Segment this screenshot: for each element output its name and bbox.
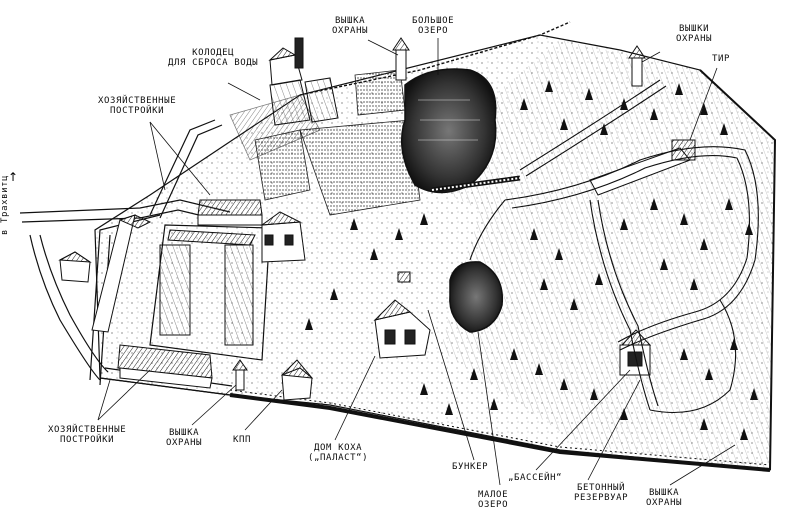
forest-paths bbox=[469, 79, 759, 413]
checkpoint-building bbox=[280, 359, 314, 401]
small-house-left bbox=[58, 251, 92, 283]
leader-lines bbox=[97, 38, 736, 486]
greenhouses bbox=[269, 77, 339, 126]
well-tower-building bbox=[268, 37, 304, 86]
watch-tower-right bbox=[628, 45, 646, 87]
small-lake bbox=[449, 261, 504, 333]
bunker-structure bbox=[397, 271, 411, 283]
label-koch-house: ДОМ КОХА(„ПАЛАСТ“) bbox=[308, 443, 369, 463]
label-bunker: БУНКЕР bbox=[452, 462, 489, 472]
buildings bbox=[58, 37, 696, 401]
big-lake bbox=[400, 68, 497, 194]
dam bbox=[431, 175, 521, 193]
road-label: в Трахвитц bbox=[0, 174, 10, 235]
outbuilding-courtyard bbox=[149, 224, 271, 361]
shooting-range-building bbox=[589, 139, 696, 196]
pool-structure bbox=[619, 329, 652, 376]
outbuilding-left-long bbox=[91, 214, 152, 333]
trees bbox=[305, 80, 758, 440]
road-arrow: ↑ bbox=[8, 170, 19, 184]
building-center bbox=[260, 211, 306, 263]
watch-tower-top bbox=[392, 37, 410, 81]
label-checkpoint: КПП bbox=[233, 435, 252, 445]
label-shooting-range: ТИР bbox=[712, 54, 731, 64]
outbuilding-lower bbox=[117, 344, 213, 389]
outbuilding-top bbox=[197, 199, 263, 226]
watch-tower-bottom-left bbox=[232, 359, 248, 391]
label-pool: „БАССЕЙН“ bbox=[508, 473, 563, 483]
koch-house bbox=[373, 299, 431, 359]
